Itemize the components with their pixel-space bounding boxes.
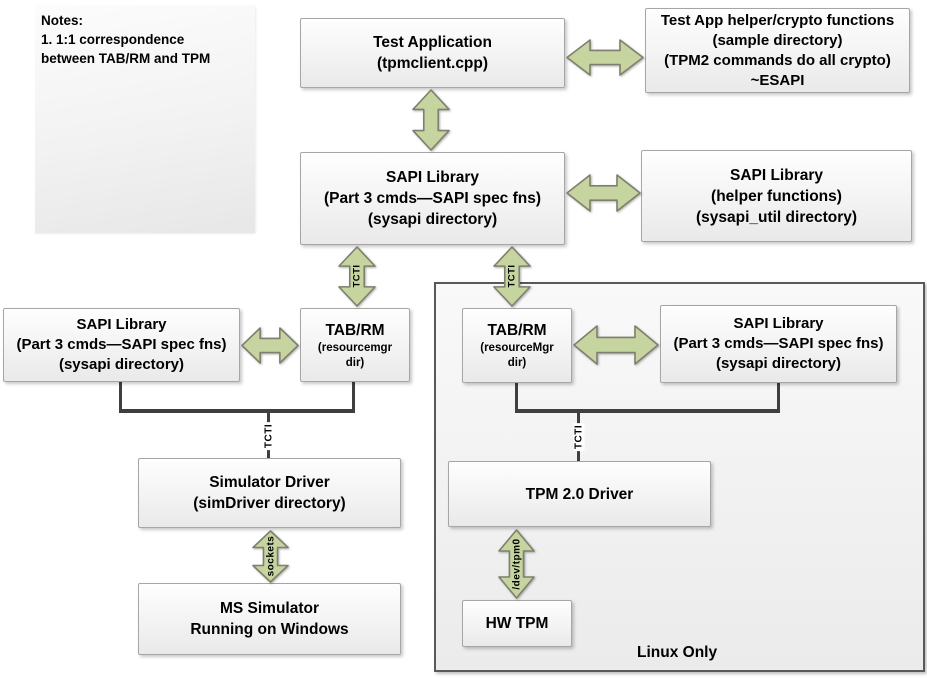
box-sapi-linux-line-1: SAPI Library [733,315,824,332]
notes-line-2: between TAB/RM and TPM [41,51,211,66]
box-ms-simulator-line-1: MS Simulator [219,600,320,617]
box-sapi-main-line-1: SAPI Library [385,169,480,186]
connector-sim-bracket [119,409,355,413]
box-sim-driver-line-1: Simulator Driver [209,474,330,491]
linux-only-label: Linux Only [637,644,718,661]
box-sapi-sim-line-1: SAPI Library [76,316,167,333]
box-test-app-helper-line-3: (TPM2 commands do all crypto) [664,51,891,69]
box-test-app-helper-line-4: ~ESAPI [750,71,805,89]
box-sapi-library-main: SAPI Library (Part 3 cmds—SAPI spec fns)… [300,152,565,245]
box-sapi-helper-line-1: SAPI Library [729,166,824,184]
dev-tpm0-label: /dev/tpm0 [511,538,523,590]
box-test-application: Test Application (tpmclient.cpp) [300,18,565,88]
box-tabrm-sim: TAB/RM (resourcemgr dir) [300,308,410,382]
connector-sapi-sim-stub [119,382,122,413]
box-test-application-line-2: (tpmclient.cpp) [376,55,489,72]
box-tabrm-linux-title: TAB/RM [487,322,547,339]
box-sapi-library-sim: SAPI Library (Part 3 cmds—SAPI spec fns)… [3,308,240,382]
box-tabrm-sim-title: TAB/RM [325,321,385,339]
notes-box: Notes: 1. 1:1 correspondence between TAB… [35,5,255,233]
connector-tabrm-linux-stub [515,383,518,413]
box-tabrm-sim-sub-2: dir) [345,356,365,369]
box-hw-tpm-line-1: HW TPM [485,615,549,632]
box-sapi-sim-line-3: (sysapi directory) [58,356,185,373]
sockets-label: sockets [265,535,277,577]
double-arrow-icon-sapisim-tabrm [241,327,299,364]
connector-sapi-linux-stub [777,383,780,413]
box-sapi-sim-line-2: (Part 3 cmds—SAPI spec fns) [16,336,227,353]
double-arrow-icon-devtpm0 [498,529,535,599]
box-test-app-helper-line-1: Test App helper/crypto functions [660,11,895,29]
box-sapi-main-line-2: (Part 3 cmds—SAPI spec fns) [323,190,542,207]
connector-tabrm-sim-stub [352,382,355,413]
box-sapi-main-line-3: (sysapi directory) [367,211,498,228]
box-ms-simulator-line-2: Running on Windows [190,621,349,638]
box-test-app-helper-line-2: (sample directory) [712,31,843,49]
box-tpm20-driver-line-1: TPM 2.0 Driver [525,485,634,503]
box-tabrm-linux: TAB/RM (resourceMgr dir) [462,308,572,383]
box-sapi-library-helper: SAPI Library (helper functions) (sysapi_… [641,150,912,242]
box-sapi-helper-line-3: (sysapi_util directory) [695,208,858,226]
tcti-label-linux-line: TCTI [573,422,585,452]
double-arrow-icon-sapi-helper [566,174,641,212]
box-tpm20-driver: TPM 2.0 Driver [448,461,711,527]
box-sim-driver-line-2: (simDriver directory) [193,495,346,512]
double-arrow-icon-sockets [252,530,289,583]
box-simulator-driver: Simulator Driver (simDriver directory) [138,458,401,528]
box-hw-tpm: HW TPM [462,600,572,647]
box-tabrm-sim-sub-1: (resourcemgr [317,341,393,354]
box-sapi-library-linux: SAPI Library (Part 3 cmds—SAPI spec fns)… [660,305,897,383]
box-test-application-line-1: Test Application [373,34,492,51]
connector-linux-bracket [515,409,780,413]
box-sapi-helper-line-2: (helper functions) [711,187,842,205]
box-tabrm-linux-sub-1: (resourceMgr [480,342,554,354]
tcti-label-arrow-left: TCTI [351,264,363,288]
double-arrow-icon-tabrm-sapilinux [573,325,659,365]
double-arrow-icon-tcti-linux [493,246,531,307]
double-arrow-icon-testapp-sapi [412,89,450,151]
double-arrow-icon-tcti-sim [338,246,376,307]
box-test-app-helper: Test App helper/crypto functions (sample… [645,8,910,93]
notes-title: Notes: [41,13,84,28]
box-sapi-linux-line-3: (sysapi directory) [715,355,842,372]
double-arrow-icon-testapp-helper [566,39,644,76]
box-sapi-linux-line-2: (Part 3 cmds—SAPI spec fns) [673,335,884,352]
notes-line-1: 1. 1:1 correspondence [41,32,185,47]
box-ms-simulator: MS Simulator Running on Windows [138,583,401,655]
tcti-label-arrow-right: TCTI [506,264,518,288]
tcti-label-sim-line: TCTI [263,421,275,451]
box-tabrm-linux-sub-2: dir) [507,357,527,369]
